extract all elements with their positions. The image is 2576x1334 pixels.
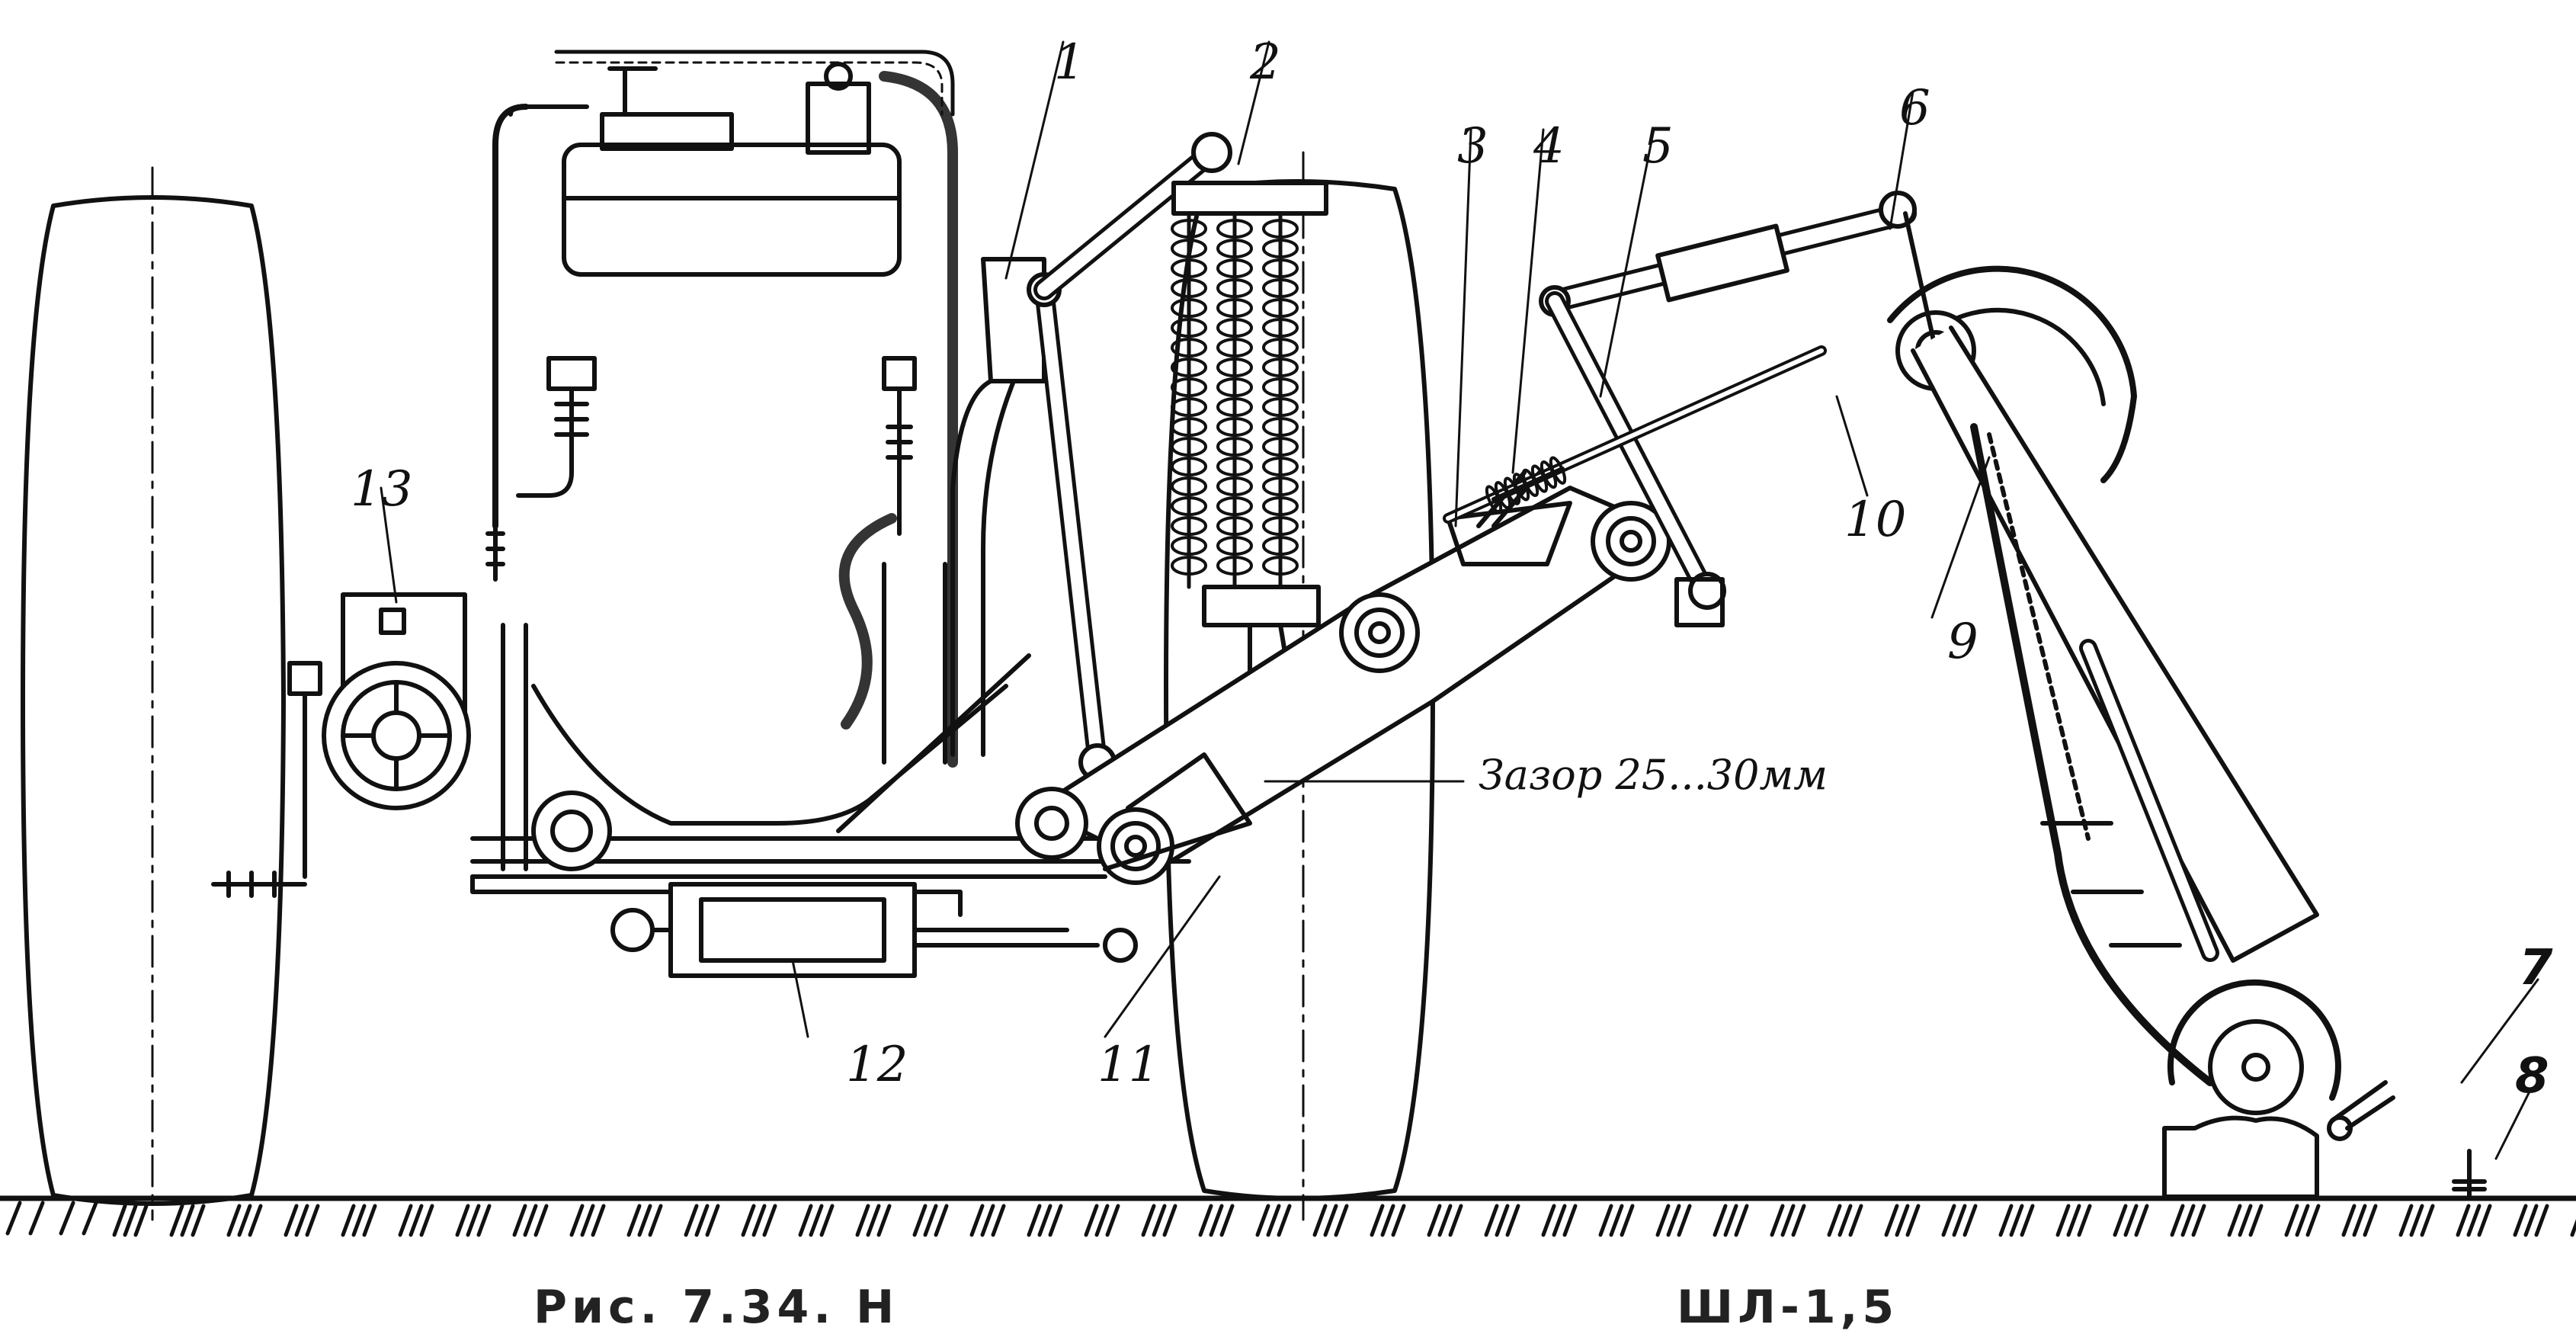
arm-cylinder-1 — [1027, 132, 1232, 781]
spring-pack — [1171, 181, 1328, 771]
callout-12: 12 — [846, 1037, 908, 1093]
boom — [1887, 211, 2319, 1086]
hydraulic-cylinder-12 — [610, 882, 1138, 978]
figure-caption-left: Рис. 7.34. Н — [533, 1281, 899, 1334]
callout-6: 6 — [1899, 80, 1930, 136]
gap-annotation: Зазор 25...30мм — [1479, 751, 1828, 799]
callout-1: 1 — [1054, 34, 1085, 91]
foot-assembly — [2162, 979, 2487, 1199]
callout-9: 9 — [1947, 614, 1978, 670]
callout-5: 5 — [1642, 118, 1674, 175]
leader-lines — [380, 40, 2539, 1160]
callout-11: 11 — [1097, 1037, 1160, 1093]
spring-4 — [1443, 345, 1827, 524]
tank-assembly — [485, 50, 958, 768]
callout-4: 4 — [1533, 118, 1565, 175]
figure-caption-right: ШЛ-1,5 — [1677, 1281, 1899, 1334]
ground — [0, 1195, 2576, 1237]
upper-links — [1539, 191, 1917, 627]
main-frame — [470, 257, 1191, 917]
callout-2: 2 — [1250, 34, 1281, 91]
swing-arm — [1015, 470, 1679, 885]
callout-7: 7 — [2519, 940, 2553, 996]
gearbox — [211, 592, 471, 898]
callout-3: 3 — [1457, 118, 1488, 175]
callout-8: 8 — [2515, 1048, 2549, 1105]
callout-13: 13 — [351, 461, 413, 518]
left-wheel — [21, 166, 286, 1221]
callout-10: 10 — [1844, 492, 1907, 548]
